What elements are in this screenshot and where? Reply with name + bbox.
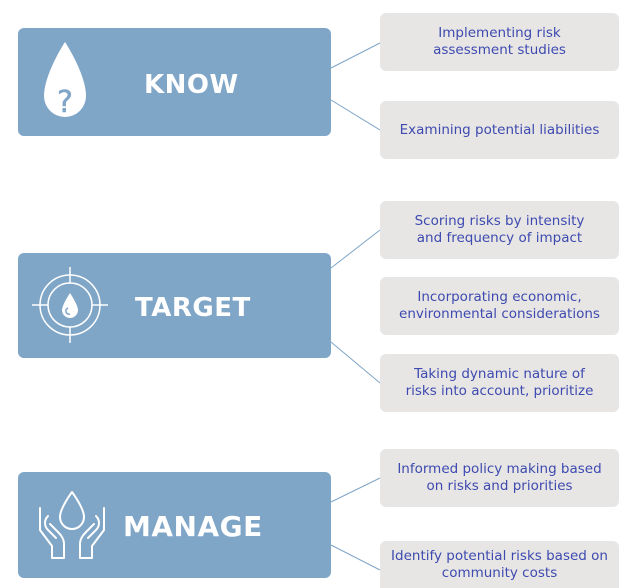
panel-title: TARGET — [135, 293, 251, 323]
note-text: Taking dynamic nature of risks into acco… — [405, 366, 594, 399]
note-box: Informed policy making based on risks an… — [380, 449, 619, 507]
note-text: Identify potential risks based on commun… — [391, 547, 608, 581]
note-box: Scoring risks by intensity and frequency… — [380, 201, 619, 259]
connector-line — [330, 544, 381, 571]
know-panel: ? KNOW — [18, 28, 331, 136]
note-box: Taking dynamic nature of risks into acco… — [380, 354, 619, 412]
target-drop-icon — [28, 263, 112, 351]
target-panel: TARGET — [18, 253, 331, 358]
note-box: Examining potential liabilities — [380, 101, 619, 159]
connector-line — [330, 229, 381, 269]
note-box: Incorporating economic, environmental co… — [380, 277, 619, 335]
note-text: Informed policy making based on risks an… — [397, 461, 602, 494]
panel-title: KNOW — [144, 70, 239, 100]
note-box: Implementing risk assessment studies — [380, 13, 619, 71]
connector-line — [330, 477, 381, 503]
manage-panel: MANAGE — [18, 472, 331, 578]
connector-line — [330, 341, 381, 384]
note-text: Incorporating economic, environmental co… — [399, 289, 600, 322]
question-drop-icon: ? — [40, 38, 90, 130]
panel-title: MANAGE — [123, 510, 263, 543]
connector-line — [330, 42, 381, 69]
svg-text:?: ? — [57, 85, 73, 120]
hands-drop-icon — [30, 486, 114, 570]
note-box: Identify potential risks based on commun… — [380, 541, 619, 588]
note-text: Implementing risk assessment studies — [433, 25, 566, 58]
connector-line — [330, 99, 381, 131]
note-text: Examining potential liabilities — [399, 121, 600, 138]
note-text: Scoring risks by intensity and frequency… — [414, 213, 585, 246]
